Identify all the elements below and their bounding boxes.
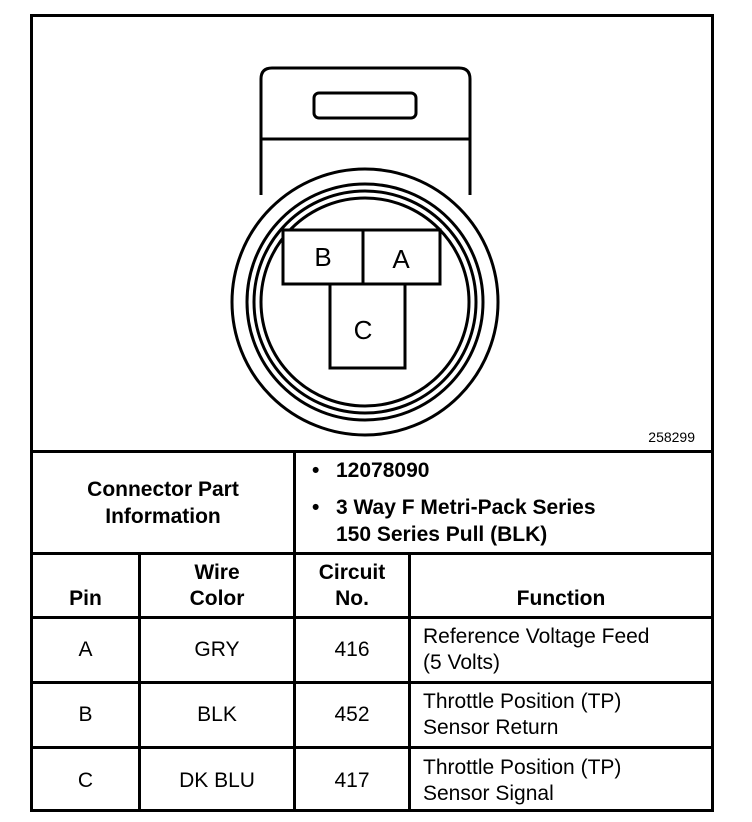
row-b-function: Throttle Position (TP) Sensor Return [423, 690, 622, 739]
row-c-function: Throttle Position (TP) Sensor Signal [423, 755, 622, 805]
connector-info-label-line2: Information [105, 504, 221, 528]
rule-col-circuit [408, 552, 411, 812]
connector-info-item: 12078090 [312, 457, 711, 484]
figure-id: 258299 [648, 429, 695, 445]
rule-info-divider [293, 450, 296, 555]
rule-header-bottom [33, 616, 711, 619]
pin-label-b: B [314, 242, 332, 272]
row-a-pin: A [78, 638, 93, 661]
rule-row-b-bottom [33, 746, 711, 749]
row-a-wire: GRY [194, 638, 240, 661]
connector-tab-housing [259, 66, 472, 195]
connector-drawing [230, 66, 500, 437]
header-wire-color: Wire Color [189, 561, 245, 610]
rule-row-a-bottom [33, 681, 711, 684]
header-circuit-no: Circuit No. [318, 561, 386, 610]
row-a-circuit: 416 [334, 638, 370, 661]
header-function: Function [516, 587, 606, 610]
inner-ring-2 [259, 196, 471, 408]
rule-col-pin [138, 552, 141, 812]
row-c-wire: DK BLU [179, 768, 255, 792]
row-b-circuit: 452 [334, 703, 370, 726]
middle-ring [245, 182, 485, 422]
row-b-wire: BLK [197, 703, 237, 726]
row-c-circuit: 417 [334, 768, 370, 792]
connector-figure: B A C 258299 [33, 17, 711, 450]
pin-label-a: A [392, 244, 410, 274]
connector-info-label-line1: Connector Part [87, 477, 239, 501]
diagram-frame: B A C 258299 Connector Part Information … [30, 14, 714, 812]
series-line1: 3 Way F Metri-Pack Series [336, 496, 596, 519]
rule-col-wire [293, 552, 296, 812]
row-c-pin: C [77, 768, 94, 792]
connector-info-label: Connector Part Information [33, 453, 293, 552]
inner-ring-1 [252, 189, 478, 415]
pin-label-c: C [353, 315, 373, 345]
header-pin: Pin [69, 587, 102, 610]
rule-figure-bottom [33, 450, 711, 453]
part-number: 12078090 [336, 459, 430, 482]
series-line2: 150 Series Pull (BLK) [336, 523, 548, 546]
latch-slot [312, 91, 418, 120]
cavity-c [328, 282, 407, 370]
row-a-function: Reference Voltage Feed (5 Volts) [423, 625, 650, 674]
rule-info-bottom [33, 552, 711, 555]
connector-info-item: 3 Way F Metri-Pack Series 150 Series Pul… [312, 494, 711, 548]
row-b-pin: B [78, 703, 93, 726]
connector-info-list: 12078090 3 Way F Metri-Pack Series 150 S… [296, 453, 711, 552]
